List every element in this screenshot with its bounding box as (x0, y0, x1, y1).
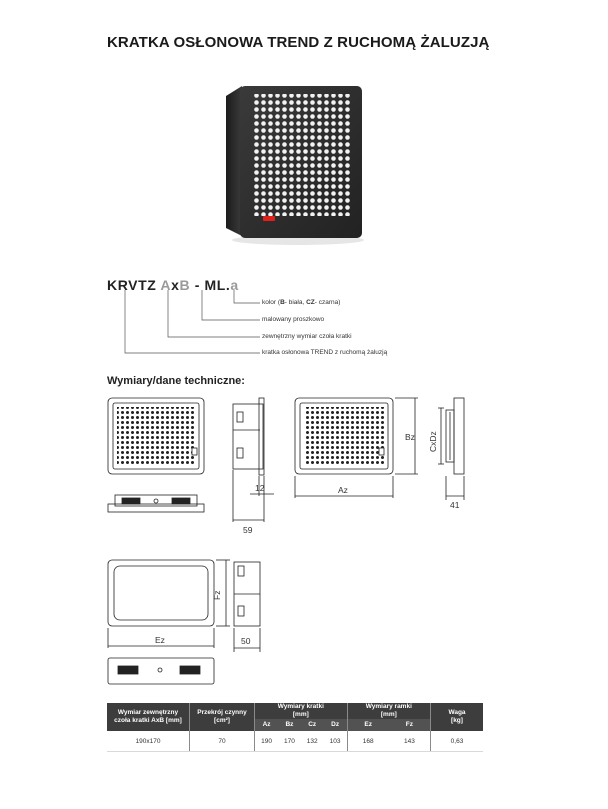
cell-cz: 132 (300, 731, 324, 752)
th-bz: Bz (278, 719, 301, 731)
cell-ez: 168 (346, 731, 389, 752)
code-x: x (171, 277, 180, 293)
th-frame: Wymiary ramki[mm] (346, 703, 431, 719)
th-cz: Cz (300, 719, 324, 731)
product-image (226, 86, 364, 245)
legend-external: zewnętrzny wymiar czoła kratki (262, 333, 352, 340)
cell-outer: 190x170 (107, 731, 190, 752)
code-color: a (230, 277, 239, 293)
code-dot: . (225, 277, 231, 293)
cell-bz: 170 (278, 731, 301, 752)
code-prefix: KRVTZ (107, 277, 161, 293)
dim-bz-label: Bz (405, 432, 415, 442)
dim-50-label: 50 (241, 636, 251, 646)
th-ez: Ez (346, 719, 389, 731)
th-fz: Fz (388, 719, 431, 731)
page-title: KRATKA OSŁONOWA TREND Z RUCHOMĄ ŻALUZJĄ (107, 34, 490, 51)
legend-color: kolor (B- biała, CZ- czarna) (262, 299, 341, 306)
code-dash: - (190, 277, 205, 293)
dim-ez-label: Ez (155, 635, 165, 645)
dimensions-title: Wymiary/dane techniczne: (107, 375, 245, 387)
dim-az-label: Az (338, 485, 348, 495)
dim-cxdz-label: CxDz (428, 431, 438, 452)
cell-dz: 103 (323, 731, 348, 752)
legend-painted: malowany proszkowo (262, 316, 325, 323)
th-az: Az (254, 719, 279, 731)
th-dz: Dz (323, 719, 348, 731)
cell-area: 70 (189, 731, 255, 752)
code-a: A (160, 277, 172, 293)
product-code: KRVTZ AxB - ML.a (107, 277, 239, 293)
legend-name: kratka osłonowa TREND z ruchomą żaluzją (262, 349, 388, 356)
dim-12-label: 12 (255, 483, 265, 493)
th-area: Przekrój czynny[cm²] (189, 703, 255, 731)
cell-weight: 0,63 (430, 731, 483, 752)
dim-fz-label: Fz (212, 591, 222, 600)
dim-41-label: 41 (450, 500, 460, 510)
slider-knob-icon (263, 216, 275, 221)
code-ml: ML (204, 277, 226, 293)
cell-az: 190 (254, 731, 279, 752)
code-b: B (179, 277, 191, 293)
dim-59-label: 59 (243, 525, 253, 535)
table-row: 190x170 70 190 170 132 103 168 143 0,63 (107, 731, 483, 752)
cell-fz: 143 (388, 731, 431, 752)
code-legend-lines (124, 290, 260, 354)
th-grille: Wymiary kratki[mm] (254, 703, 348, 719)
technical-drawings: 12 59 Az Bz CxDz 41 Fz Ez 50 (107, 397, 465, 685)
th-weight: Waga[kg] (430, 703, 483, 731)
